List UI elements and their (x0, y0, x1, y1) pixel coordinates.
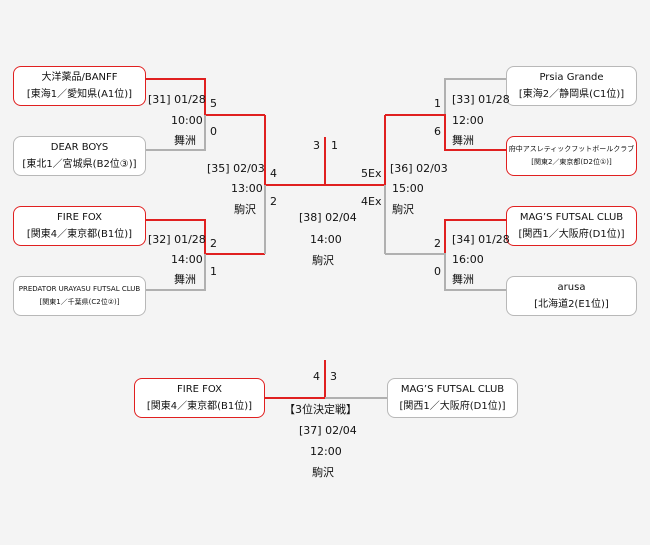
match-35-time: 13:00 (231, 182, 263, 195)
match-33-score-bottom: 6 (434, 125, 441, 138)
third-place-venue: 駒沢 (312, 466, 334, 479)
team-box-mags-3rd: MAG’S FUTSAL CLUB [関西1／大阪府(D1位)] (387, 378, 518, 418)
team-name: 府中アスレティックフットボールクラブ (508, 145, 635, 153)
team-affiliation: [関東2／東京都(D2位①)] (531, 158, 612, 166)
team-affiliation: [東海2／静岡県(C1位)] (518, 89, 625, 100)
match-33-time: 12:00 (452, 114, 484, 127)
final-number: [38] 02/04 (299, 211, 357, 224)
team-name: MAG’S FUTSAL CLUB (519, 212, 624, 223)
match-33-venue: 舞洲 (452, 134, 474, 147)
team-name: arusa (557, 282, 586, 293)
third-place-number: [37] 02/04 (299, 424, 357, 437)
team-affiliation: [東北1／宮城県(B2位③)] (22, 159, 137, 170)
team-affiliation: [関西1／大阪府(D1位)] (518, 229, 625, 240)
team-name: PREDATOR URAYASU FUTSAL CLUB (18, 285, 141, 293)
line-m32-winner (145, 219, 265, 255)
team-affiliation: [関東4／東京都(B1位)] (146, 401, 253, 412)
match-32-score-bottom: 1 (210, 265, 217, 278)
team-name: Prsia Grande (539, 72, 604, 83)
team-box-arusa: arusa [北海道2(E1位)] (506, 276, 637, 316)
match-34-venue: 舞洲 (452, 273, 474, 286)
line-m34-loser (385, 253, 506, 291)
match-35-score-top: 4 (270, 167, 277, 180)
line-m34-winner (444, 219, 506, 254)
team-name: MAG’S FUTSAL CLUB (400, 384, 505, 395)
match-31-number: [31] 01/28 (148, 93, 206, 106)
team-affiliation: [関西1／大阪府(D1位)] (399, 401, 506, 412)
team-name: 大洋薬品/BANFF (41, 72, 118, 83)
final-score-right: 1 (331, 139, 338, 152)
team-box-dear-boys: DEAR BOYS [東北1／宮城県(B2位③)] (13, 136, 146, 176)
line-m32-loser (145, 254, 206, 291)
team-affiliation: [東海1／愛知県(A1位)] (26, 89, 133, 100)
third-place-time: 12:00 (310, 445, 342, 458)
line-m33-winner (385, 114, 506, 151)
match-36-score-bottom: 4Ex (361, 195, 382, 208)
team-box-fuchu: 府中アスレティックフットボールクラブ [関東2／東京都(D2位①)] (506, 136, 637, 176)
final-time: 14:00 (310, 233, 342, 246)
match-36-time: 15:00 (392, 182, 424, 195)
match-34-number: [34] 01/28 (452, 233, 510, 246)
match-32-score-top: 2 (210, 237, 217, 250)
team-box-prsia-grande: Prsia Grande [東海2／静岡県(C1位)] (506, 66, 637, 106)
match-31-score-bottom: 0 (210, 125, 217, 138)
third-place-score-right: 3 (330, 370, 337, 383)
match-34-score-top: 2 (434, 237, 441, 250)
match-33-number: [33] 01/28 (452, 93, 510, 106)
match-31-score-top: 5 (210, 97, 217, 110)
line-m31-winner (145, 78, 265, 116)
team-box-mags: MAG’S FUTSAL CLUB [関西1／大阪府(D1位)] (506, 206, 637, 246)
match-36-venue: 駒沢 (392, 203, 414, 216)
final-score-left: 3 (313, 139, 320, 152)
team-affiliation: [北海道2(E1位)] (534, 299, 609, 310)
line-m31-loser (145, 115, 206, 151)
match-33-score-top: 1 (434, 97, 441, 110)
match-35-score-bottom: 2 (270, 195, 277, 208)
team-affiliation: [関東1／千葉県(C2位②)] (39, 298, 120, 306)
team-name: DEAR BOYS (50, 142, 109, 153)
match-36-score-top: 5Ex (361, 167, 382, 180)
line-m33-loser (444, 78, 506, 115)
match-32-time: 14:00 (171, 253, 203, 266)
match-35-number: [35] 02/03 (207, 162, 265, 175)
final-venue: 駒沢 (312, 254, 334, 267)
match-35-venue: 駒沢 (234, 203, 256, 216)
team-box-fire-fox-3rd: FIRE FOX [関東4／東京都(B1位)] (134, 378, 265, 418)
match-34-time: 16:00 (452, 253, 484, 266)
match-31-time: 10:00 (171, 114, 203, 127)
team-name: FIRE FOX (57, 212, 102, 223)
team-box-taiyo: 大洋薬品/BANFF [東海1／愛知県(A1位)] (13, 66, 146, 106)
team-box-fire-fox: FIRE FOX [関東4／東京都(B1位)] (13, 206, 146, 246)
team-affiliation: [関東4／東京都(B1位)] (26, 229, 133, 240)
team-box-predator: PREDATOR URAYASU FUTSAL CLUB [関東1／千葉県(C2… (13, 276, 146, 316)
match-34-score-bottom: 0 (434, 265, 441, 278)
match-31-venue: 舞洲 (174, 134, 196, 147)
match-32-venue: 舞洲 (174, 273, 196, 286)
match-32-number: [32] 01/28 (148, 233, 206, 246)
third-place-score-left: 4 (313, 370, 320, 383)
team-name: FIRE FOX (177, 384, 222, 395)
match-36-number: [36] 02/03 (390, 162, 448, 175)
third-place-label: 【3位決定戦】 (284, 403, 357, 416)
